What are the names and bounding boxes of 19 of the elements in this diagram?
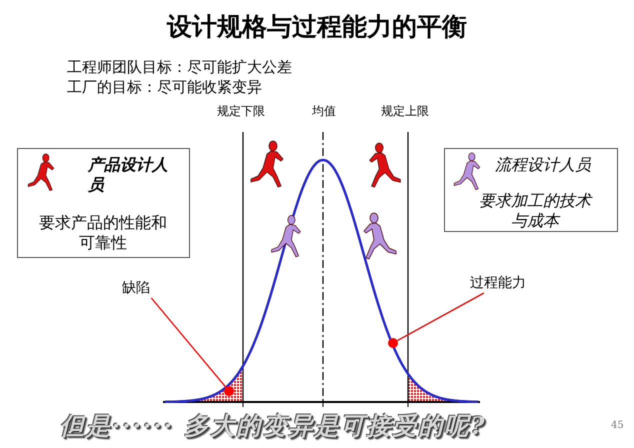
limit-label: 规定上限	[381, 103, 429, 120]
role-box	[444, 148, 618, 232]
leader-line	[397, 292, 484, 342]
role-box	[17, 148, 190, 258]
goal-text: 工程师团队目标：尽可能扩大公差	[67, 58, 292, 77]
marker-dot	[388, 338, 398, 348]
question-text: 但是······ 多大的变异是可接受的呢?	[60, 410, 487, 442]
role-description: 要求加工的技术与成本	[478, 191, 594, 231]
leader-line	[150, 298, 226, 388]
limit-label: 规定下限	[217, 103, 265, 120]
mean-label: 均值	[312, 103, 336, 120]
role-heading: 产品设计人员	[86, 155, 169, 195]
callout-label: 过程能力	[470, 273, 534, 293]
page-number: 45	[611, 420, 624, 431]
title: 设计规格与过程能力的平衡	[166, 11, 468, 43]
goal-text: 工厂的目标：尽可能收紧变异	[67, 78, 262, 97]
role-heading: 流程设计人员	[495, 155, 592, 175]
callout-label: 缺陷	[122, 278, 164, 298]
role-description: 要求产品的性能和可靠性	[38, 213, 168, 253]
